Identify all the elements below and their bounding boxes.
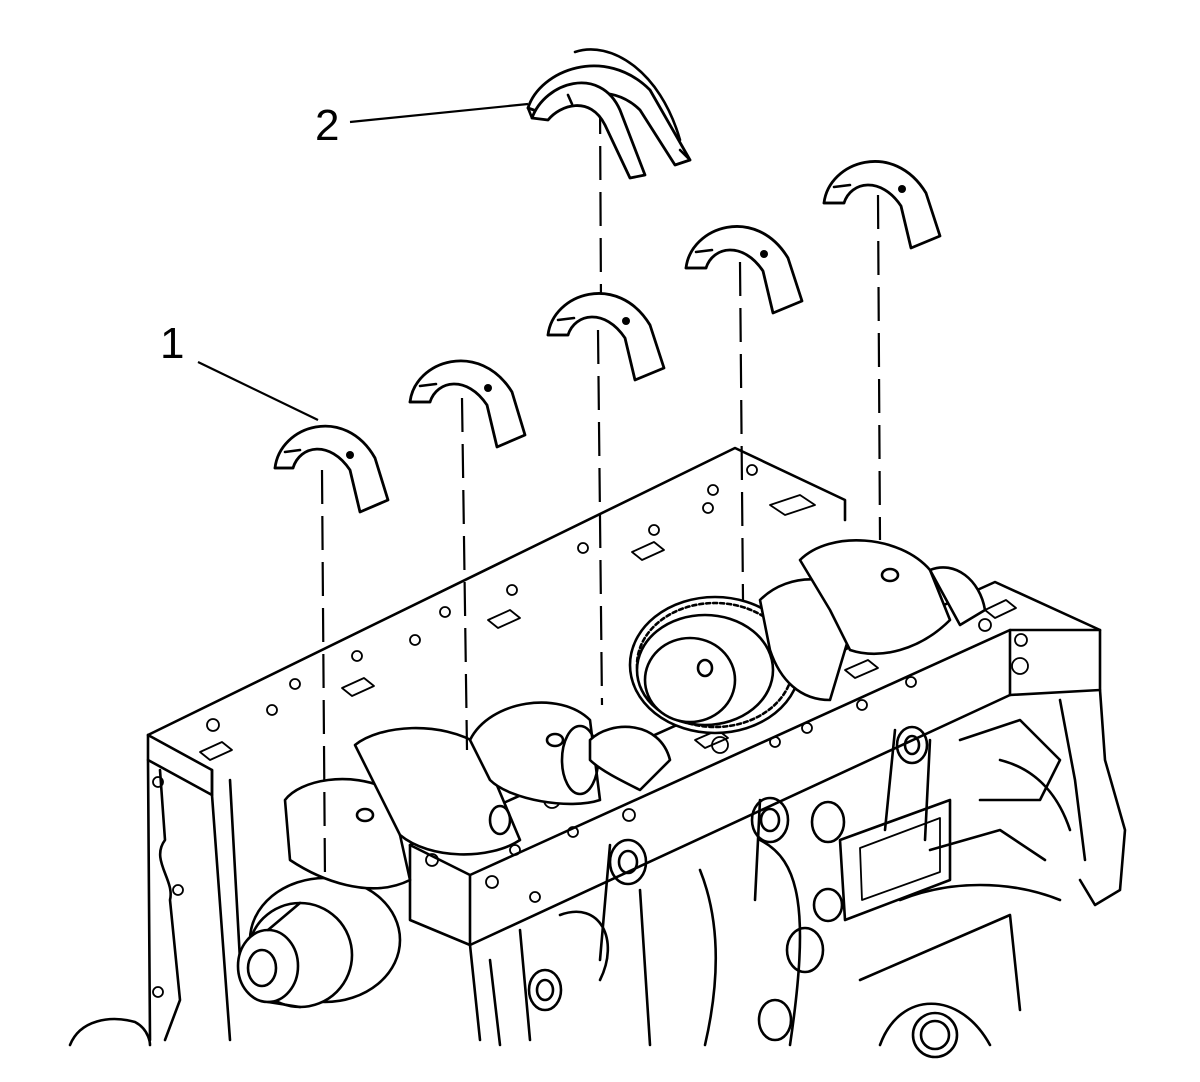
crankshaft [236,539,987,1009]
svg-text:1: 1 [160,319,184,368]
crankshaft-upper-bearings [273,160,942,514]
crankshaft-upper-bearing-2 [408,359,527,449]
crankshaft-upper-bearing-3 [546,292,666,382]
crankshaft-upper-bearing-1 [273,424,390,514]
engine-block [68,446,1127,1059]
crankshaft-thrust-washer [526,48,692,180]
alignment-lines [320,99,882,881]
crankshaft-upper-bearing-5 [822,160,942,250]
callout-2: 2 [315,101,529,150]
crankshaft-upper-bearing-4 [684,225,804,315]
callout-1: 1 [160,319,319,421]
svg-text:2: 2 [315,101,339,150]
